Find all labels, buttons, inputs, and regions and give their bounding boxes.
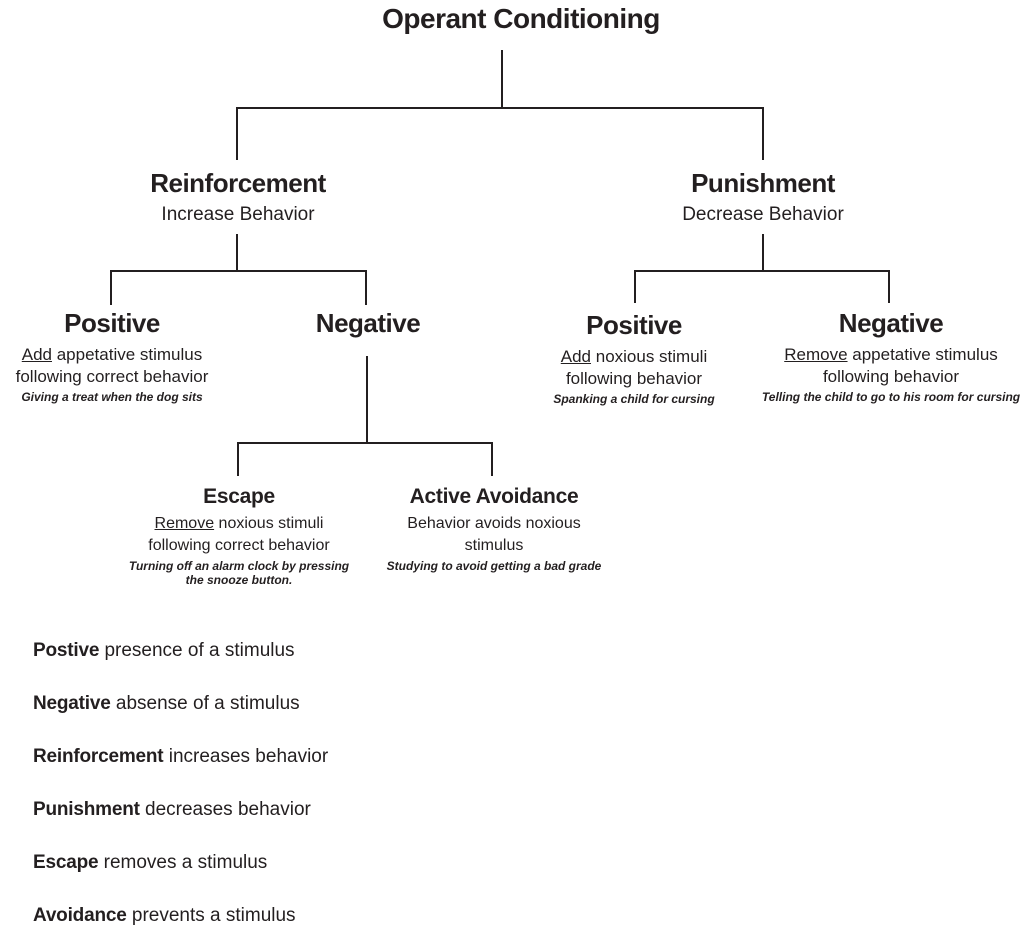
node-reinforcement: Reinforcement Increase Behavior	[88, 168, 388, 227]
node-positive-punishment: Positive Add noxious stimuli following b…	[484, 310, 784, 407]
negative-punishment-heading: Negative	[838, 308, 944, 338]
node-negative-punishment: Negative Remove appetative stimulus foll…	[741, 308, 1024, 405]
glossary-definition: absense of a stimulus	[110, 693, 300, 714]
underlined-word: Add	[21, 345, 52, 365]
node-active-avoidance: Active Avoidance Behavior avoids noxious…	[369, 484, 619, 573]
connector-reinforcement-drop	[236, 107, 238, 160]
glossary-term: Negative	[33, 693, 111, 714]
positive-reinforcement-heading: Positive	[64, 308, 160, 338]
glossary-row: Postive presence of a stimulus	[33, 640, 328, 693]
connector-negative-punishment-drop	[888, 270, 890, 303]
description-line-1: Remove noxious stimuli	[154, 515, 324, 533]
reinforcement-heading: Reinforcement	[150, 168, 326, 198]
glossary-row: Negative absense of a stimulus	[33, 693, 328, 746]
glossary-row: Escape removes a stimulus	[33, 852, 328, 905]
diagram-title: Operant Conditioning	[382, 3, 660, 34]
active-avoidance-heading: Active Avoidance	[409, 485, 579, 508]
connector-positive-reinforcement-drop	[110, 270, 112, 305]
glossary-definition: decreases behavior	[139, 799, 311, 820]
connector-level1-bar	[236, 107, 764, 109]
connector-reinforcement-bar	[110, 270, 367, 272]
negative-punishment-example: Telling the child to go to his room for …	[761, 390, 1021, 405]
description-line-2: following behavior	[822, 367, 960, 387]
description-line-1: Add noxious stimuli	[560, 347, 708, 367]
glossary-term: Avoidance	[33, 905, 127, 926]
connector-title-stem	[501, 50, 503, 108]
positive-punishment-description: Add noxious stimuli following behavior	[484, 346, 784, 390]
connector-avoidance-drop	[491, 442, 493, 476]
escape-example: Turning off an alarm clock by pressing t…	[128, 558, 350, 587]
description-line-2: following correct behavior	[15, 367, 209, 387]
description-line-2: following correct behavior	[148, 536, 330, 554]
connector-escape-drop	[237, 442, 239, 476]
glossary: Postive presence of a stimulus Negative …	[33, 640, 328, 932]
description-line-2: following behavior	[565, 369, 703, 389]
connector-punishment-bar	[634, 270, 890, 272]
glossary-definition: increases behavior	[163, 746, 329, 767]
positive-punishment-heading: Positive	[586, 310, 682, 340]
node-negative-reinforcement: Negative	[268, 308, 468, 339]
glossary-definition: presence of a stimulus	[99, 640, 295, 661]
active-avoidance-example: Studying to avoid getting a bad grade	[386, 558, 602, 573]
escape-heading: Escape	[203, 485, 275, 508]
positive-reinforcement-description: Add appetative stimulus following correc…	[0, 344, 272, 388]
node-positive-reinforcement: Positive Add appetative stimulus followi…	[0, 308, 272, 405]
underlined-word: Add	[560, 347, 592, 367]
glossary-term: Postive	[33, 640, 100, 661]
punishment-subtitle: Decrease Behavior	[682, 204, 844, 226]
glossary-definition: removes a stimulus	[98, 852, 268, 873]
node-escape: Escape Remove noxious stimuli following …	[104, 484, 374, 587]
negative-reinforcement-heading: Negative	[315, 308, 421, 338]
punishment-heading: Punishment	[691, 168, 835, 198]
glossary-term: Escape	[33, 852, 99, 873]
positive-reinforcement-example: Giving a treat when the dog sits	[21, 390, 203, 405]
connector-negative-reinforcement-drop	[365, 270, 367, 305]
connector-positive-punishment-drop	[634, 270, 636, 303]
description-line-1: Remove appetative stimulus	[784, 345, 998, 365]
negative-punishment-description: Remove appetative stimulus following beh…	[741, 344, 1024, 388]
reinforcement-subtitle: Increase Behavior	[161, 204, 315, 226]
underlined-word: Remove	[784, 345, 848, 365]
underlined-word: Remove	[154, 515, 215, 533]
escape-description: Remove noxious stimuli following correct…	[104, 513, 374, 557]
connector-punishment-stem	[762, 234, 764, 272]
connector-reinforcement-stem	[236, 234, 238, 272]
glossary-row: Reinforcement increases behavior	[33, 746, 328, 799]
active-avoidance-description: Behavior avoids noxious stimulus	[407, 515, 581, 554]
description-line-1: Add appetative stimulus	[21, 345, 203, 365]
glossary-term: Reinforcement	[33, 746, 164, 767]
glossary-row: Punishment decreases behavior	[33, 799, 328, 852]
connector-punishment-drop	[762, 107, 764, 160]
node-punishment: Punishment Decrease Behavior	[613, 168, 913, 227]
glossary-row: Avoidance prevents a stimulus	[33, 905, 328, 932]
glossary-term: Punishment	[33, 799, 140, 820]
connector-negative-bar	[237, 442, 493, 444]
connector-negative-stem	[366, 356, 368, 444]
glossary-definition: prevents a stimulus	[126, 905, 296, 926]
positive-punishment-example: Spanking a child for cursing	[553, 392, 715, 407]
